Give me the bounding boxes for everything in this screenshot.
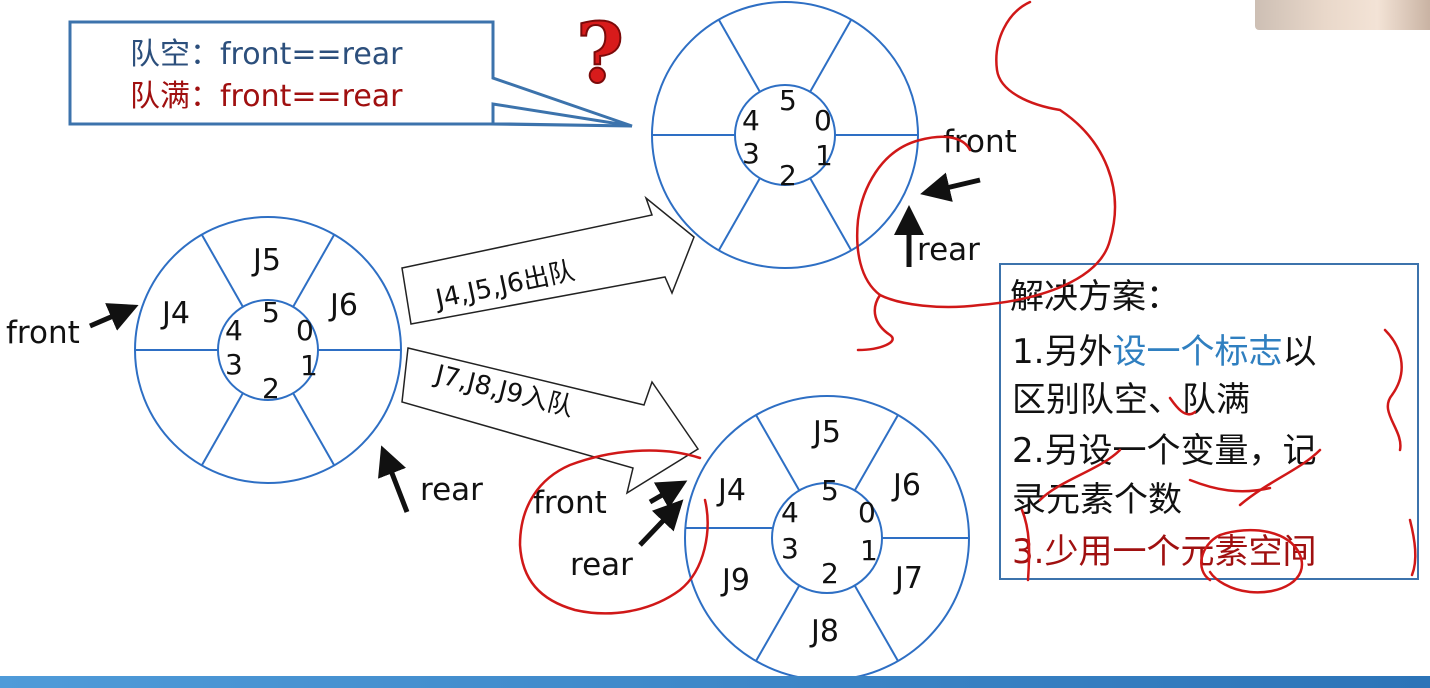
bottom-rear-arrow	[638, 499, 684, 547]
index-4: 4	[781, 496, 799, 529]
index-3: 3	[225, 348, 243, 381]
index-3: 3	[742, 137, 760, 170]
bottom-front-arrow	[648, 480, 688, 509]
full-condition: 队满：front==rear	[130, 79, 403, 114]
slot-j6: J6	[328, 288, 358, 323]
left-rear-arrow	[378, 445, 410, 513]
index-0: 0	[296, 314, 314, 347]
queue-top-empty: 5 0 4 3 1 2	[651, 1, 919, 269]
left-front-arrow	[89, 303, 139, 331]
index-5: 5	[779, 84, 797, 117]
solution-box: 解决方案： 1.另外设一个标志以 区别队空、队满 2.另设一个变量，记 录元素个…	[999, 263, 1419, 580]
webcam-overlay	[1255, 0, 1430, 30]
index-2: 2	[262, 372, 280, 405]
slot-j5: J5	[251, 243, 281, 278]
slot-j4: J4	[160, 296, 190, 331]
slot-j4: J4	[716, 473, 746, 508]
queue-bottom: J5 J6 J4 J9 J7 J8 5 0 4 3 1 2	[684, 395, 970, 681]
index-1: 1	[860, 534, 878, 567]
solution-heading: 解决方案：	[1010, 277, 1180, 317]
top-rear-label: rear	[917, 232, 980, 268]
question-mark-icon: ?	[575, 5, 625, 103]
index-2: 2	[821, 557, 839, 590]
solution-option-1: 1.另外设一个标志以	[1012, 332, 1316, 372]
ink-annotations	[518, 0, 1417, 615]
condition-callout: 队空：front==rear 队满：front==rear	[68, 20, 633, 128]
slot-j9: J9	[720, 563, 750, 598]
index-1: 1	[815, 139, 833, 172]
solution-option-3: 3.少用一个元素空间	[1012, 532, 1316, 572]
index-2: 2	[779, 159, 797, 192]
index-1: 1	[300, 349, 318, 382]
top-front-label: front	[943, 124, 1017, 160]
left-rear-label: rear	[420, 472, 483, 508]
slot-j6: J6	[891, 468, 921, 503]
index-4: 4	[742, 104, 760, 137]
left-front-label: front	[6, 315, 80, 351]
index-3: 3	[781, 532, 799, 565]
index-0: 0	[814, 104, 832, 137]
solution-option-1-line-2: 区别队空、队满	[1012, 380, 1250, 420]
index-0: 0	[858, 496, 876, 529]
queue-left: J5 J6 J4 5 0 4 3 1 2	[134, 216, 402, 484]
bottom-rear-label: rear	[570, 547, 633, 583]
svg-text:?: ?	[576, 6, 624, 102]
dequeue-arrow: J4,J5,J6出队	[401, 195, 695, 325]
solution-option-2: 2.另设一个变量，记	[1012, 431, 1316, 471]
bottom-front-label: front	[533, 485, 607, 521]
index-5: 5	[821, 474, 839, 507]
solution-option-2-line-2: 录元素个数	[1012, 480, 1182, 520]
index-4: 4	[225, 314, 243, 347]
slot-j7: J7	[893, 561, 923, 596]
slot-j8: J8	[809, 614, 839, 649]
index-5: 5	[262, 296, 280, 329]
bottom-bar	[0, 676, 1430, 688]
empty-condition: 队空：front==rear	[130, 37, 403, 72]
top-front-arrow	[920, 172, 981, 202]
slot-j5: J5	[811, 415, 841, 450]
